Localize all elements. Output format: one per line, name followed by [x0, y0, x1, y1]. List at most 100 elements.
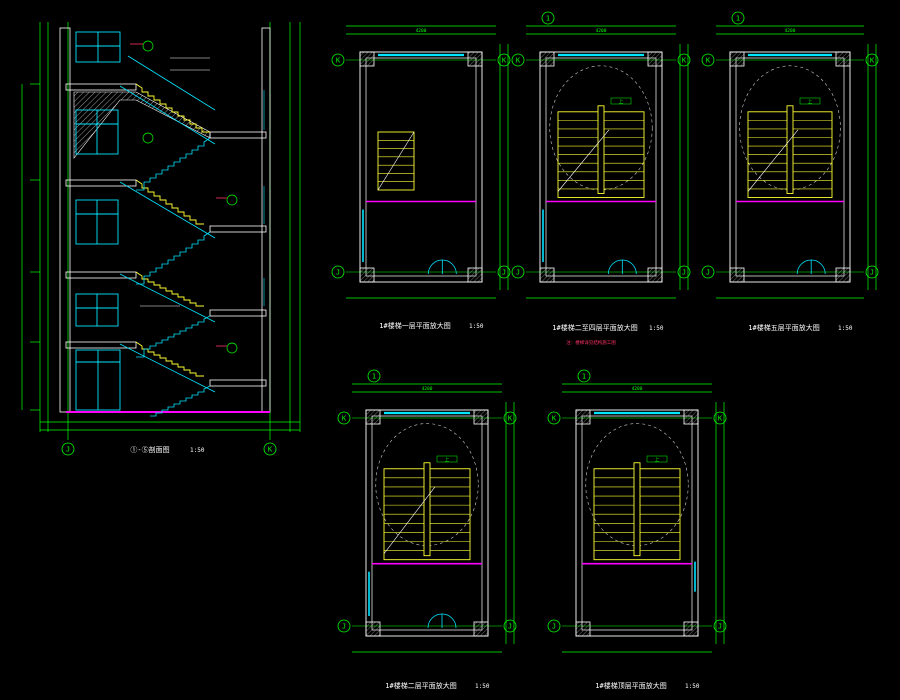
axis-top-right-label: K [682, 57, 687, 65]
axis-top-right-label: K [508, 415, 513, 423]
section-axis-bubbles: J K [61, 442, 277, 456]
floor-slabs [65, 83, 267, 387]
dashed-arc [549, 65, 653, 191]
axis-top-bubble [541, 11, 555, 25]
column-1 [729, 51, 745, 67]
axis-top-right-label: K [502, 57, 507, 65]
outer-wall [575, 409, 699, 637]
column-4 [647, 267, 663, 283]
axis-bottom-left-label: J [336, 269, 340, 277]
axis-top-left-label: K [706, 57, 711, 65]
axis-top-left-bubble [511, 53, 525, 67]
door-leaf-right [441, 613, 457, 629]
plan-scale: 1:50 [649, 325, 664, 332]
plan-caption: 1#楼梯二层平面放大图 [385, 681, 456, 690]
section-back-flights [119, 55, 216, 417]
label-box [799, 97, 821, 105]
section-scale: 1:50 [190, 447, 205, 454]
break-line [747, 129, 799, 192]
plan-scale: 1:50 [469, 323, 484, 330]
axis-top-bubble [731, 11, 745, 25]
column-3 [575, 621, 591, 637]
up-label: 上 [445, 456, 450, 463]
column-4 [467, 267, 483, 283]
axis-top-bubble [577, 369, 591, 383]
dim-text-bay: 4200 [785, 28, 796, 34]
axis-top-left-label: K [342, 415, 347, 423]
outer-wall [359, 51, 483, 283]
axis-bottom-left-bubble [331, 265, 345, 279]
section-windows [75, 31, 121, 411]
door-leaf-right [622, 259, 637, 275]
label-box [610, 97, 632, 105]
inner-wall [545, 57, 657, 277]
dim-text-bay: 4200 [596, 28, 607, 34]
section-dimension-lines [21, 22, 301, 440]
axis-top-left-label: K [516, 57, 521, 65]
break-line [377, 131, 415, 191]
door-leaf-left [796, 259, 812, 275]
right-wall [261, 27, 271, 413]
inner-wall [735, 57, 845, 277]
plan-note: 注：楼梯详见结构施工图 [566, 339, 616, 346]
plan-scale: 1:50 [685, 683, 700, 690]
column-2 [683, 409, 699, 425]
up-label: 上 [655, 456, 660, 463]
door-leaf-right [811, 259, 826, 275]
section-annotations [130, 40, 238, 354]
dim-text-bay: 4200 [422, 386, 433, 392]
outer-wall [539, 51, 663, 283]
axis-top-left-label: K [336, 57, 341, 65]
door-leaf-left [427, 613, 443, 629]
column-2 [467, 51, 483, 67]
column-1 [359, 51, 375, 67]
column-3 [365, 621, 381, 637]
axis-top-label: 1 [736, 15, 740, 23]
column-4 [473, 621, 489, 637]
label-box [646, 455, 668, 463]
handrail-well [633, 462, 641, 557]
axis-bottom-right-bubble [677, 265, 691, 279]
axis-bottom-right-label: J [502, 269, 506, 277]
column-1 [539, 51, 555, 67]
handrail-well [597, 105, 605, 194]
stair-section-view: J K ①-⑤剖面图 1:50 [21, 22, 301, 456]
column-2 [473, 409, 489, 425]
axis-label-k: K [268, 446, 273, 454]
axis-top-left-bubble [331, 53, 345, 67]
dim-text-bay: 4200 [632, 386, 643, 392]
column-3 [539, 267, 555, 283]
axis-bottom-left-bubble [337, 619, 351, 633]
axis-top-label: 1 [546, 15, 550, 23]
axis-bottom-left-label: J [706, 269, 710, 277]
plan-scale: 1:50 [475, 683, 490, 690]
axis-top-right-bubble [713, 411, 727, 425]
hatched-stair-flight [73, 91, 211, 159]
section-caption: ①-⑤剖面图 [130, 445, 169, 454]
axis-bottom-right-bubble [497, 265, 511, 279]
door-leaf-left [607, 259, 623, 275]
door-leaf-right [442, 259, 457, 275]
outer-wall [365, 409, 489, 637]
column-4 [683, 621, 699, 637]
column-2 [647, 51, 663, 67]
inner-wall [581, 415, 693, 631]
axis-bottom-left-bubble [701, 265, 715, 279]
axis-top-right-bubble [865, 53, 879, 67]
dashed-arc [585, 423, 689, 546]
axis-top-right-label: K [870, 57, 875, 65]
inner-wall [371, 415, 483, 631]
axis-top-left-label: K [552, 415, 557, 423]
column-4 [835, 267, 851, 283]
axis-bottom-right-label: J [508, 623, 512, 631]
axis-bottom-right-bubble [865, 265, 879, 279]
column-1 [365, 409, 381, 425]
label-box [436, 455, 458, 463]
up-label: 上 [619, 98, 624, 105]
axis-label-j: J [66, 446, 70, 454]
